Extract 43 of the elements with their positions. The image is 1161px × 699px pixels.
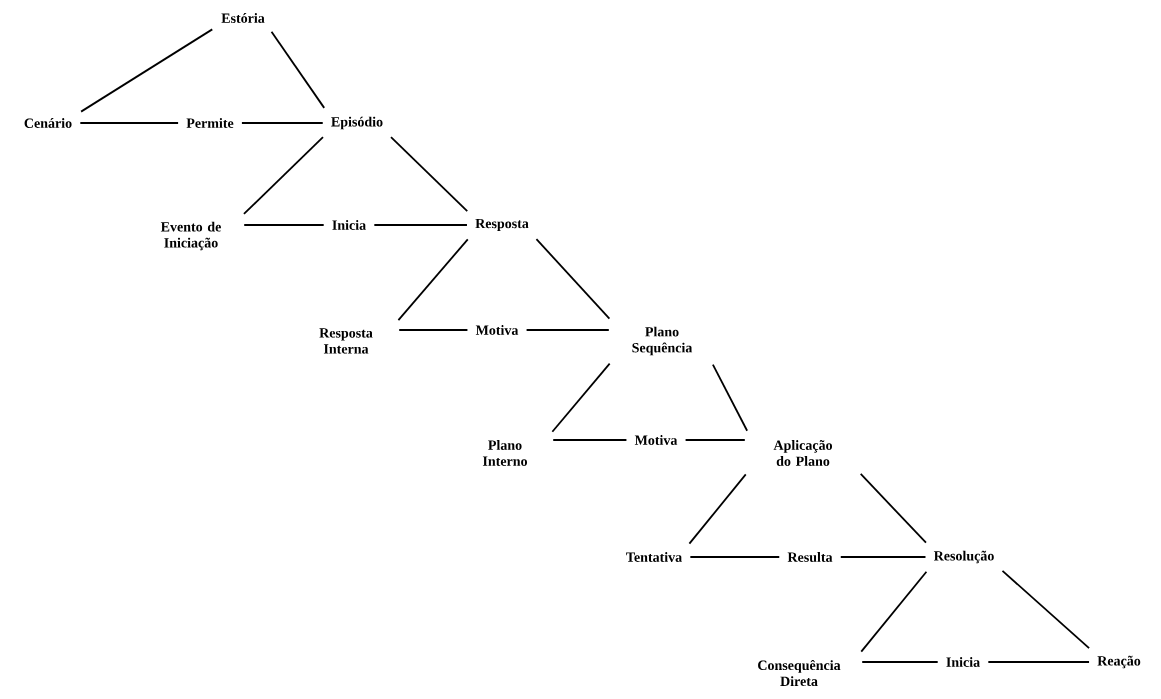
connector-line bbox=[688, 473, 747, 545]
connector-line bbox=[689, 556, 781, 558]
connector-line bbox=[684, 439, 746, 441]
node-label: Reação bbox=[1097, 655, 1141, 669]
connector-line bbox=[987, 661, 1090, 663]
node-label: Resolução bbox=[933, 550, 994, 564]
connector-line bbox=[241, 122, 324, 124]
node-label: Plano Sequência bbox=[632, 326, 693, 356]
connector-line bbox=[552, 439, 628, 441]
connector-line bbox=[861, 661, 939, 663]
node-label: Motiva bbox=[475, 325, 519, 335]
connector-line bbox=[712, 363, 749, 432]
connector-line bbox=[373, 224, 468, 226]
connector-line bbox=[839, 556, 927, 558]
node-label: Motiva bbox=[634, 435, 678, 445]
connector-line bbox=[79, 122, 179, 124]
connector-line bbox=[859, 473, 927, 544]
connector-line bbox=[525, 329, 610, 331]
connector-line bbox=[398, 329, 469, 331]
connector-line bbox=[243, 224, 325, 226]
node-label: Inicia bbox=[946, 657, 980, 667]
connector-line bbox=[270, 30, 326, 109]
connector-line bbox=[1001, 569, 1090, 650]
node-label: Aplicação do Plano bbox=[773, 440, 833, 466]
node-label: Evento de Iniciação bbox=[160, 221, 221, 251]
node-label: Estória bbox=[221, 13, 265, 23]
node-label: Consequência Direta bbox=[758, 660, 841, 686]
node-label: Inicia bbox=[332, 220, 366, 230]
node-label: Cenário bbox=[24, 118, 72, 128]
node-label: Episódio bbox=[331, 116, 383, 130]
node-label: Plano Interno bbox=[482, 440, 527, 466]
node-label: Resulta bbox=[787, 552, 833, 562]
node-label: Resposta bbox=[475, 218, 529, 232]
connector-line bbox=[551, 362, 611, 433]
node-label: Permite bbox=[186, 118, 234, 128]
connector-line bbox=[80, 28, 214, 113]
connector-line bbox=[243, 136, 324, 215]
connector-line bbox=[397, 238, 469, 321]
node-label: Resposta Interna bbox=[319, 328, 373, 354]
connector-line bbox=[390, 136, 469, 213]
connector-line bbox=[860, 570, 928, 653]
connector-line bbox=[535, 238, 611, 320]
node-label: Tentativa bbox=[626, 552, 682, 562]
